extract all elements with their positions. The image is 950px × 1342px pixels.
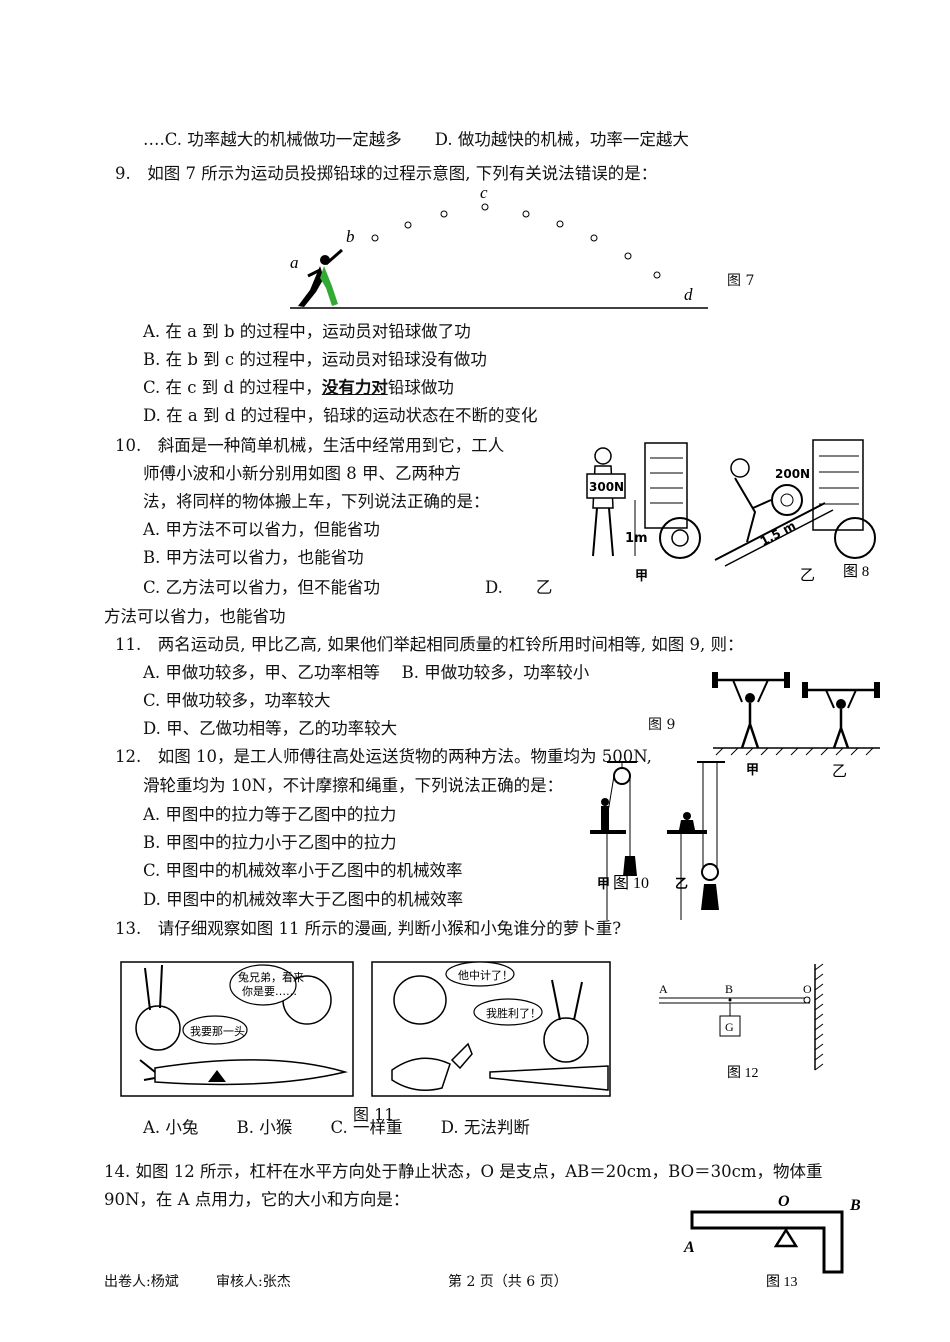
q12-option-b: B. 甲图中的拉力小于乙图中的拉力 <box>143 833 397 852</box>
q9-option-c-pre: C. 在 c 到 d 的过程中， <box>143 378 322 397</box>
q9-option-a: A. 在 a 到 b 的过程中，运动员对铅球做了功 <box>143 322 471 341</box>
point-d: d <box>684 285 693 304</box>
point-a: a <box>290 253 299 272</box>
q9-stem: 9. 如图 7 所示为运动员投掷铅球的过程示意图, 下列有关说法错误的是： <box>115 164 658 183</box>
figure-11-cartoon: 兔兄弟，看来 你是要…… 我要那一头 他中计了！ 我胜利了！ <box>120 961 611 1097</box>
figure-7-shot-put: a b c d <box>290 183 708 309</box>
q10-option-b: B. 甲方法可以省力，也能省功 <box>143 548 364 567</box>
figure-13-lever: O B A 图 13 <box>683 1193 861 1290</box>
athlete-figure <box>298 248 343 307</box>
height-1m: 1m <box>625 531 648 546</box>
figure-7-caption: 图 7 <box>727 273 755 289</box>
q13-stem: 13. 请仔细观察如图 11 所示的漫画, 判断小猴和小兔谁分的萝卜重? <box>115 919 622 938</box>
figure-8-inclined-plane: 300N 1m 甲 200N 1.5 m 乙 图 8 <box>586 439 876 584</box>
q14-stem-line1: 14. 如图 12 所示，杠杆在水平方向处于静止状态，O 是支点，AB＝20cm… <box>104 1162 823 1181</box>
figure-12-lever: A B O G 图 12 <box>659 963 824 1081</box>
footer-page-number: 第 2 页（共 6 页） <box>448 1274 568 1290</box>
point-b: b <box>346 227 355 246</box>
load-200n: 200N <box>775 467 810 481</box>
q10-option-d-start: D. 乙 <box>485 578 553 597</box>
load-300n: 300N <box>589 480 624 494</box>
fig12-point-a: A <box>659 982 668 996</box>
q10-stem-line3: 法，将同样的物体搬上车，下列说法正确的是： <box>143 492 490 511</box>
q9-option-b: B. 在 b 到 c 的过程中，运动员对铅球没有做功 <box>143 350 487 369</box>
q12-stem-line2: 滑轮重均为 10N，不计摩擦和绳重，下列说法正确的是： <box>143 776 564 795</box>
bubble-rabbit-brother-line1: 兔兄弟，看来 <box>238 970 304 984</box>
q9-option-d: D. 在 a 到 d 的过程中，铅球的运动状态在不断的变化 <box>143 406 538 425</box>
figure-13-caption: 图 13 <box>766 1275 798 1290</box>
q11-option-c: C. 甲做功较多，功率较大 <box>143 691 331 710</box>
fig13-point-o: O <box>778 1193 790 1210</box>
fig9-label-jia: 甲 <box>746 762 759 777</box>
fig12-point-b: B <box>725 982 733 996</box>
q12-option-a: A. 甲图中的拉力等于乙图中的拉力 <box>143 805 397 824</box>
slope-length: 1.5 m <box>758 518 798 548</box>
figure-9-caption: 图 9 <box>648 717 676 733</box>
fig8-label-jia: 甲 <box>635 568 648 583</box>
q11-option-d: D. 甲、乙做功相等，乙的功率较大 <box>143 719 398 738</box>
q9-option-c: C. 在 c 到 d 的过程中，没有力对铅球做功 <box>143 374 454 398</box>
figure-10-pulleys: 甲 图 10 乙 <box>590 761 725 920</box>
fig8-label-yi: 乙 <box>800 568 815 584</box>
fig10-label-jia: 甲 <box>597 876 610 891</box>
bubble-rabbit-brother-line2: 你是要…… <box>242 985 297 998</box>
bubble-i-want-that-end: 我要那一头 <box>190 1025 245 1038</box>
fig13-point-b: B <box>849 1197 861 1214</box>
q10-option-d-end: 方法可以省力，也能省功 <box>104 607 286 626</box>
q10-stem-line1: 10. 斜面是一种简单机械，生活中经常用到它，工人 <box>115 436 505 455</box>
figure-12-caption: 图 12 <box>727 1066 759 1081</box>
q10-option-c: C. 乙方法可以省力，但不能省功 <box>143 578 381 597</box>
figure-9-weightlifters: 甲 乙 <box>712 672 880 780</box>
q12-stem-line1: 12. 如图 10，是工人师傅往高处运送货物的两种方法。物重均为 500N, <box>115 747 652 766</box>
q12-option-c: C. 甲图中的机械效率小于乙图中的机械效率 <box>143 861 463 880</box>
q12-option-d: D. 甲图中的机械效率大于乙图中的机械效率 <box>143 890 464 909</box>
fig10-label-yi: 乙 <box>675 876 688 891</box>
q11-options-ab: A. 甲做功较多，甲、乙功率相等 B. 甲做功较多，功率较小 <box>143 663 590 682</box>
figure-8-caption: 图 8 <box>843 563 869 580</box>
q10-stem-line2: 师傅小波和小新分别用如图 8 甲、乙两种方 <box>143 464 461 483</box>
figure-10-caption: 图 10 <box>613 875 649 892</box>
q8-options-cd: ….C. 功率越大的机械做功一定越多 D. 做功越快的机械，功率一定越大 <box>143 130 689 149</box>
q11-stem: 11. 两名运动员, 甲比乙高, 如果他们举起相同质量的杠铃所用时间相等, 如图… <box>115 635 744 654</box>
fig13-point-a: A <box>683 1239 695 1256</box>
footer-reviewer: 审核人:张杰 <box>216 1274 291 1290</box>
fig12-weight-g: G <box>725 1020 734 1034</box>
q14-stem-line2: 90N，在 A 点用力，它的大小和方向是： <box>104 1190 410 1209</box>
q10-option-a: A. 甲方法不可以省力，但能省功 <box>143 520 380 539</box>
point-c: c <box>480 183 488 202</box>
footer-author: 出卷人:杨斌 <box>104 1274 179 1290</box>
bubble-he-fell-for-it: 他中计了！ <box>458 969 513 982</box>
bubble-i-won: 我胜利了！ <box>486 1006 541 1020</box>
q9-option-c-underlined: 没有力对 <box>321 378 388 397</box>
q13-options: A. 小兔 B. 小猴 C. 一样重 D. 无法判断 <box>143 1118 530 1137</box>
fig9-label-yi: 乙 <box>832 764 847 780</box>
q9-option-c-post: 铅球做功 <box>387 378 454 397</box>
figure-11-caption: 图 11 <box>353 1105 395 1124</box>
fig12-point-o: O <box>803 982 812 996</box>
